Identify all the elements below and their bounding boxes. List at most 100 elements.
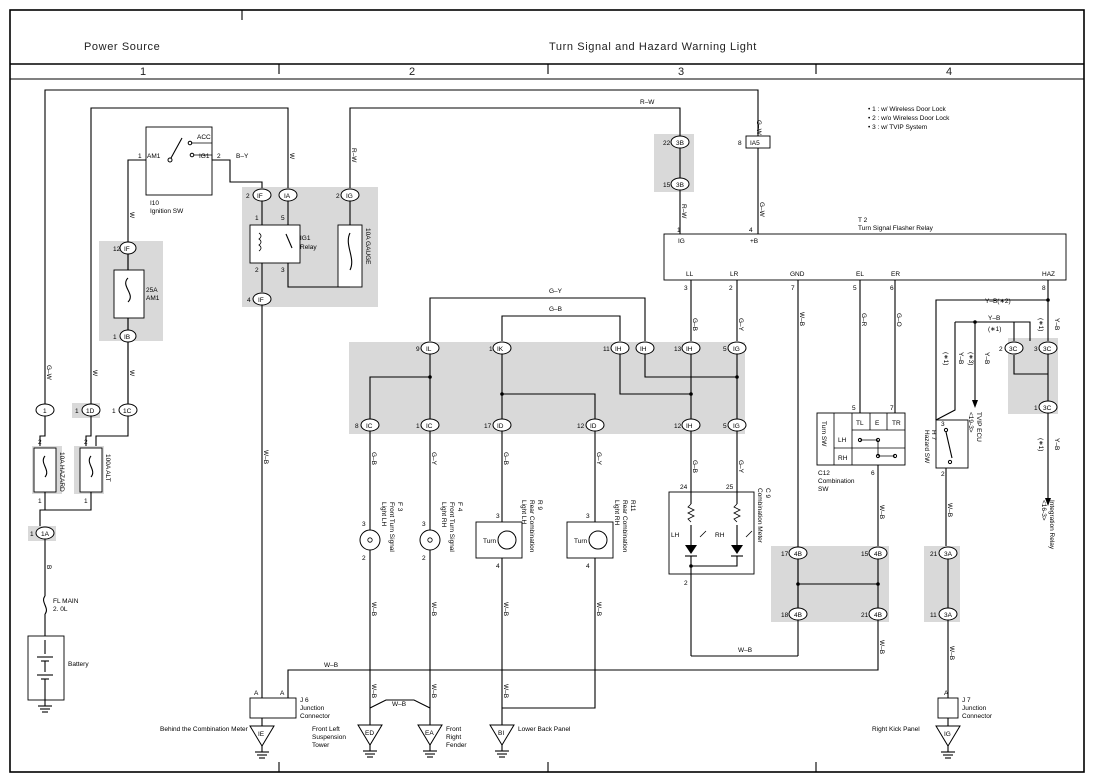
pin-15-4b: 15 bbox=[861, 551, 869, 558]
wire-label-wb-f3: W–B bbox=[370, 602, 377, 616]
column-number-3: 3 bbox=[678, 66, 684, 78]
conn-il: IL bbox=[426, 346, 432, 353]
wire-label-w-ia: W bbox=[288, 153, 295, 160]
j6-pin-a2: A bbox=[280, 690, 285, 697]
comb-sw-e: E bbox=[875, 420, 880, 427]
conn-ia5: IA5 bbox=[750, 140, 760, 147]
comb-sw-pin7: 7 bbox=[890, 405, 894, 412]
conn-ib: IB bbox=[124, 334, 130, 341]
ig1-relay-name: IG1 bbox=[300, 235, 311, 242]
conn-ih-12: IH bbox=[686, 423, 693, 430]
meter-pin-25: 25 bbox=[726, 484, 734, 491]
pin-2-hazard-fuse: 2 bbox=[38, 439, 42, 446]
conn-ig-5: IG bbox=[733, 346, 740, 353]
pin-3-r11: 3 bbox=[586, 513, 590, 520]
integration-relay-label: Integration Relay bbox=[1048, 500, 1055, 550]
r11-line1: Rear Combination bbox=[621, 500, 628, 553]
pin-12-id: 12 bbox=[577, 423, 585, 430]
conn-4b-15: 4B bbox=[874, 551, 882, 558]
pin-3-ll: 3 bbox=[684, 285, 688, 292]
combination-meter bbox=[668, 431, 798, 657]
ground-ed-location: Front Left Suspension Tower bbox=[312, 726, 346, 749]
wire-label-rw-top: R–W bbox=[640, 99, 655, 106]
meter-code: C 9 bbox=[764, 488, 771, 499]
sheet-frame bbox=[9, 9, 1085, 773]
ground-ig-location-wrap: Right Kick Panel bbox=[872, 726, 920, 733]
flasher-t-gnd: GND bbox=[790, 271, 805, 278]
column-number-1: 1 bbox=[140, 66, 146, 78]
ground-ea-location-wrap: Front Right Fender bbox=[446, 726, 467, 749]
fuse-alt-label: 100A ALT bbox=[104, 454, 111, 482]
comb-sw-turn: Turn SW bbox=[820, 421, 827, 447]
wire-label-gw-ia5: G–W bbox=[758, 202, 765, 218]
note-1: • 1 : w/ Wireless Door Lock bbox=[868, 106, 947, 113]
pin-4-r11: 4 bbox=[586, 563, 590, 570]
wire-label-wb-ed-ea: W–B bbox=[392, 701, 406, 708]
relay-pin-3: 3 bbox=[281, 267, 285, 274]
header-right-title: Turn Signal and Hazard Warning Light bbox=[549, 41, 757, 53]
header-left-title: Power Source bbox=[84, 41, 160, 53]
r11-inner-label: Turn bbox=[574, 538, 588, 545]
conn-if-out: IF bbox=[258, 297, 264, 304]
ground-ea-code: EA bbox=[425, 730, 434, 737]
pin-12-if: 12 bbox=[113, 246, 121, 253]
hazard-sw-pin2: 2 bbox=[941, 471, 945, 478]
ig-sw-pin1: 1 bbox=[138, 153, 142, 160]
hazard-sw-code: H 7 bbox=[930, 430, 937, 441]
wire-label-w-am1: W bbox=[128, 212, 135, 219]
conn-if-relay: IF bbox=[257, 193, 263, 200]
j6-line1: Junction bbox=[300, 705, 325, 712]
hazard-switch bbox=[935, 419, 969, 546]
ground-ig-location: Right Kick Panel bbox=[872, 726, 920, 733]
comb-sw-tr: TR bbox=[892, 420, 901, 427]
ground-ea-location: Front Right Fender bbox=[446, 726, 467, 749]
fuse-am1-name: AM1 bbox=[146, 295, 160, 302]
pin-15-3b: 15 bbox=[663, 182, 671, 189]
pin-2-3c: 2 bbox=[999, 346, 1003, 353]
r9-inner-label: Turn bbox=[483, 538, 497, 545]
comb-sw-rh: RH bbox=[838, 455, 848, 462]
wire-label-gb-meter: G–B bbox=[691, 460, 698, 473]
j6-junction bbox=[249, 690, 297, 726]
fl-main-rating: 2. 0L bbox=[53, 606, 68, 613]
conn-4b-18: 4B bbox=[794, 612, 802, 619]
tvip-label: TVIP ECU bbox=[975, 412, 982, 442]
flasher-feed-connectors bbox=[670, 135, 771, 191]
pin-2-if: 2 bbox=[246, 193, 250, 200]
meter-pin-2: 2 bbox=[684, 580, 688, 587]
note-3: • 3 : w/ TVIP System bbox=[868, 124, 927, 131]
fuse-gauge-label: 10A GAUGE bbox=[364, 228, 371, 265]
pin-8-ia5: 8 bbox=[738, 140, 742, 147]
pin-21-4b: 21 bbox=[861, 612, 869, 619]
pin-1-alt-out: 1 bbox=[84, 498, 88, 505]
wire-label-gw-top: G–W bbox=[755, 120, 762, 136]
fl-main-name: FL MAIN bbox=[53, 598, 79, 605]
battery-branch bbox=[27, 526, 65, 713]
flasher-t-haz: HAZ bbox=[1042, 271, 1055, 278]
pin-1-1d: 1 bbox=[75, 408, 79, 415]
ground-ie-location-wrap: Behind the Combination Meter bbox=[160, 726, 248, 733]
f3-line2: Light LH bbox=[380, 502, 387, 527]
flasher-t-el: EL bbox=[856, 271, 864, 278]
pin-1-ik: 1 bbox=[489, 346, 493, 353]
connectors-3a-j7 bbox=[937, 546, 959, 726]
ig-sw-ig1-label: IG1 bbox=[199, 153, 210, 160]
conn-ih-b: IH bbox=[640, 346, 647, 353]
ground-ed-code: ED bbox=[365, 730, 374, 737]
flasher-t-b: +B bbox=[750, 238, 758, 245]
relay-pin-2: 2 bbox=[255, 267, 259, 274]
wire-label-yb-sw: Y–B bbox=[957, 352, 964, 364]
relay-pin-5: 5 bbox=[281, 215, 285, 222]
relay-pin-1: 1 bbox=[255, 215, 259, 222]
wire-label-yb-integ: Y–B bbox=[1053, 438, 1060, 450]
wire-label-wb-j6: W–B bbox=[324, 662, 338, 669]
wire-label-wb-r11: W–B bbox=[595, 602, 602, 616]
ig-sw-name: Ignition SW bbox=[150, 208, 184, 215]
wire-label-gb-mid: G–B bbox=[549, 306, 562, 313]
ig1-relay-block bbox=[249, 188, 363, 690]
flasher-name: Turn Signal Flasher Relay bbox=[858, 225, 934, 232]
wire-label-s1-integ: (∗1) bbox=[1037, 438, 1044, 451]
conn-id-17: ID bbox=[497, 423, 504, 430]
wire-label-rw-3b: R–W bbox=[680, 204, 687, 219]
